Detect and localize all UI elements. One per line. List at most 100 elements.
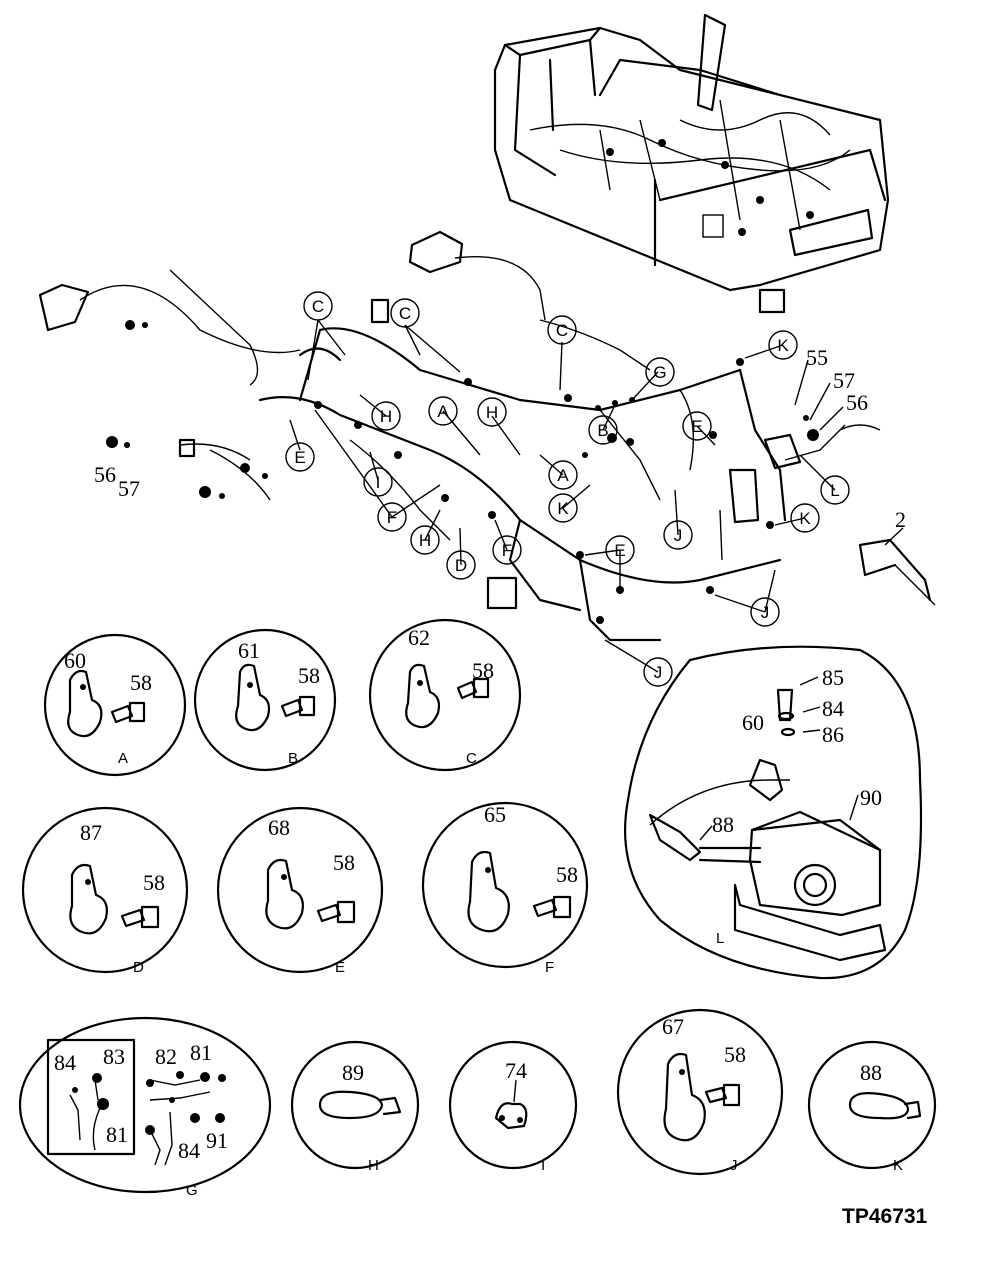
detail-k-label: K [893, 1157, 903, 1174]
main-wiring-harness [38, 230, 936, 642]
tag-f-1: F [377, 502, 407, 532]
tag-a-1: A [428, 396, 458, 426]
detail-a-part-58: 58 [130, 670, 152, 695]
detail-l-part-85: 85 [822, 665, 844, 690]
detail-f-label: F [545, 959, 554, 976]
tag-g: G [645, 357, 675, 387]
tag-h-3: H [410, 525, 440, 555]
svg-text:H: H [419, 531, 431, 550]
svg-text:H: H [486, 403, 498, 422]
svg-text:F: F [502, 541, 512, 560]
svg-text:K: K [557, 499, 569, 518]
detail-c-part-62: 62 [408, 625, 430, 650]
detail-e: 68 58 E [216, 806, 384, 976]
detail-e-part-58: 58 [333, 850, 355, 875]
detail-g-part-91: 91 [206, 1128, 228, 1153]
tag-c-1: C [303, 291, 333, 321]
svg-text:C: C [399, 304, 411, 323]
detail-b: 61 58 B [193, 628, 337, 772]
detail-b-label: B [288, 750, 298, 767]
detail-c-label: C [466, 750, 477, 767]
detail-j-part-67: 67 [662, 1014, 684, 1039]
callout-57-left: 57 [118, 476, 140, 501]
tag-h-2: H [477, 397, 507, 427]
svg-text:G: G [653, 363, 666, 382]
detail-g-part-81: 81 [190, 1040, 212, 1065]
svg-text:A: A [557, 466, 569, 485]
detail-h-label: H [368, 1157, 379, 1174]
detail-g-label: G [186, 1182, 198, 1199]
detail-l-label: L [716, 930, 724, 947]
detail-d-part-87: 87 [80, 820, 102, 845]
tag-k-3: K [790, 503, 820, 533]
detail-f-part-58: 58 [556, 862, 578, 887]
tag-b: B [588, 415, 618, 445]
detail-l-part-90: 90 [860, 785, 882, 810]
detail-g-part-82: 82 [155, 1044, 177, 1069]
svg-text:E: E [691, 417, 702, 436]
main-letter-tags: C C C K G H A H B E E A L I F K K J H D … [285, 291, 850, 687]
detail-g-part-84: 84 [178, 1138, 200, 1163]
tag-d: D [446, 550, 476, 580]
detail-g-part-81-box: 81 [106, 1122, 128, 1147]
detail-e-part-68: 68 [268, 815, 290, 840]
svg-text:J: J [761, 603, 770, 622]
detail-c-part-58: 58 [472, 658, 494, 683]
callout-57: 57 [833, 368, 855, 393]
tag-c-3: C [547, 315, 577, 345]
detail-i-part-74: 74 [505, 1058, 527, 1083]
detail-g-part-83: 83 [103, 1044, 125, 1069]
svg-text:K: K [777, 336, 789, 355]
detail-f: 65 58 F [421, 801, 589, 976]
tag-a-2: A [548, 460, 578, 490]
detail-j-label: J [730, 1157, 738, 1174]
svg-text:A: A [437, 402, 449, 421]
detail-g-part-84-box: 84 [54, 1050, 76, 1075]
detail-f-part-65: 65 [484, 802, 506, 827]
main-callouts: 2 55 57 56 56 57 [94, 345, 906, 532]
detail-l-part-86: 86 [822, 722, 844, 747]
callout-2: 2 [895, 507, 906, 532]
detail-c: 62 58 C [368, 618, 522, 772]
tag-l: L [820, 475, 850, 505]
svg-text:J: J [674, 526, 683, 545]
svg-text:C: C [312, 297, 324, 316]
callout-56-left: 56 [94, 462, 116, 487]
detail-d-label: D [133, 959, 144, 976]
detail-a-part-60: 60 [64, 648, 86, 673]
figure-id: TP46731 [842, 1205, 928, 1228]
tag-e-3: E [605, 535, 635, 565]
detail-h-part-89: 89 [342, 1060, 364, 1085]
detail-j-part-58: 58 [724, 1042, 746, 1067]
detail-k: 88 K [807, 1040, 937, 1174]
tag-e-2: E [285, 442, 315, 472]
tag-j-2: J [750, 597, 780, 627]
detail-i-label: I [541, 1157, 545, 1174]
detail-b-part-61: 61 [238, 638, 260, 663]
detail-e-label: E [335, 959, 345, 976]
svg-text:F: F [387, 508, 397, 527]
main-leader-lines [289, 319, 904, 673]
excavator-upper-structure [493, 13, 890, 292]
detail-a-label: A [118, 750, 128, 767]
tag-k-1: K [768, 330, 798, 360]
detail-d-part-58: 58 [143, 870, 165, 895]
detail-d: 87 58 D [21, 806, 189, 976]
detail-b-part-58: 58 [298, 663, 320, 688]
tag-j-3: J [643, 657, 673, 687]
tag-c-2: C [390, 298, 420, 328]
svg-text:C: C [556, 321, 568, 340]
tag-e-1: E [682, 411, 712, 441]
tag-h-1: H [371, 401, 401, 431]
detail-k-part-88: 88 [860, 1060, 882, 1085]
svg-text:E: E [294, 448, 305, 467]
detail-l-part-84: 84 [822, 696, 844, 721]
tag-i: I [363, 467, 393, 497]
detail-l-part-60: 60 [742, 710, 764, 735]
svg-text:H: H [380, 407, 392, 426]
detail-g: 84 83 81 82 81 84 91 G [18, 1016, 272, 1199]
callout-55: 55 [806, 345, 828, 370]
svg-text:L: L [830, 481, 839, 500]
svg-text:I: I [376, 473, 381, 492]
